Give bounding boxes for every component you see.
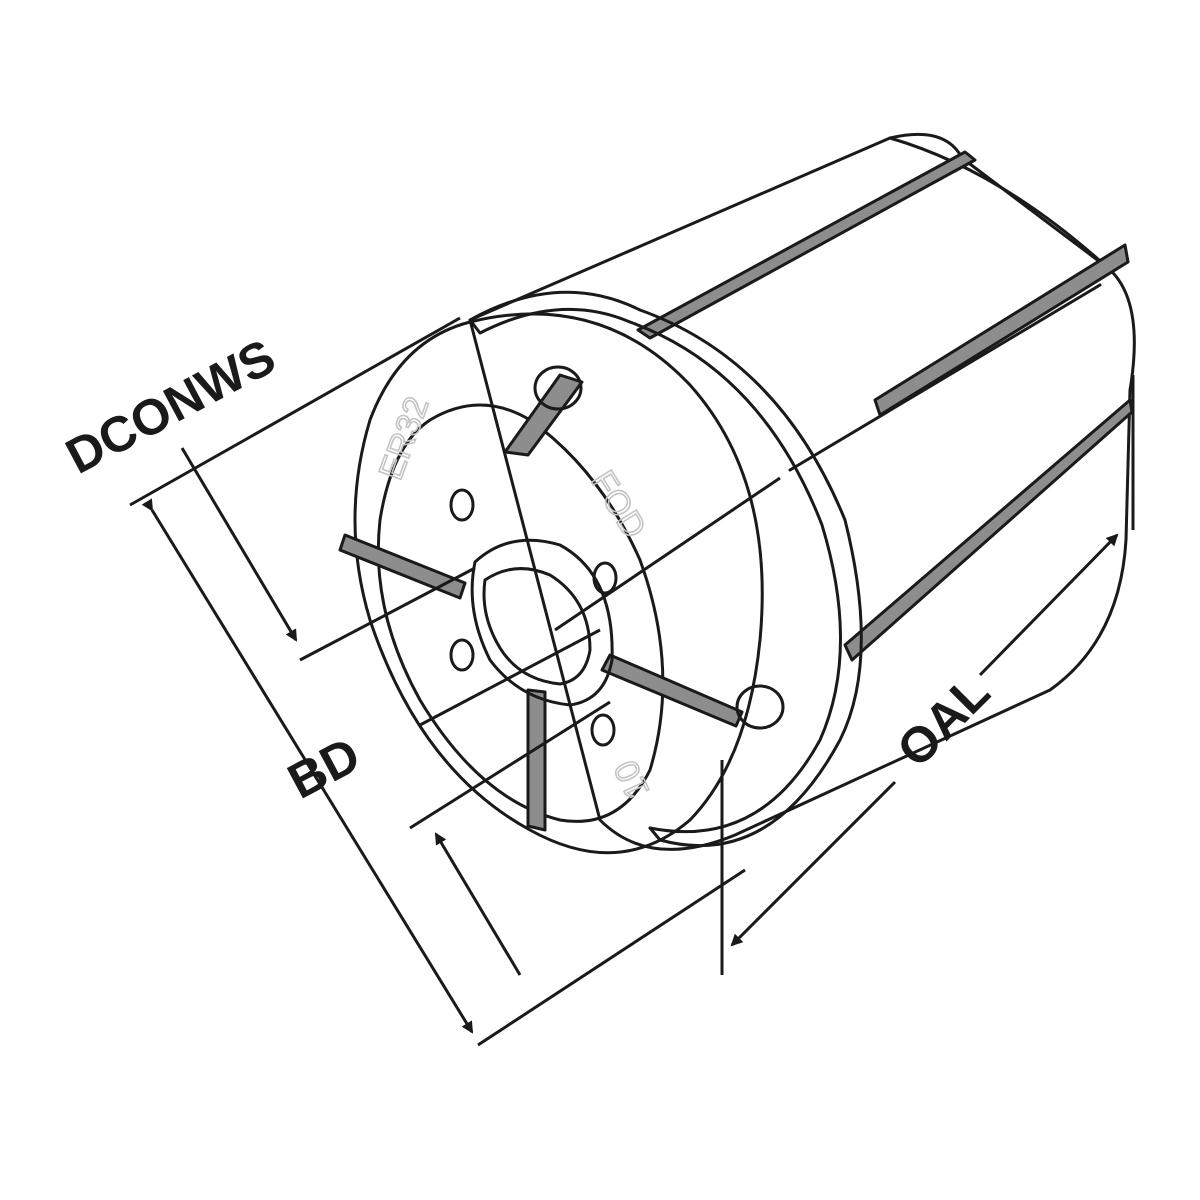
oal-dimension-line-lower [730,780,897,947]
ext-line-dconws-bottom [409,700,611,830]
bore [470,538,614,707]
collet-body: ER32 FOD 10 [338,132,1136,855]
ext-line-top [129,316,461,507]
pin-hole-2 [592,561,618,595]
relief-hole-top [533,365,583,411]
ext-line-axis [554,476,781,632]
dconws-dimension-line-bottom [434,832,522,976]
dimension-label-dconws: DCONWS [57,328,284,484]
pin-hole-4 [590,713,616,747]
collet-shell [468,132,1136,851]
dimension-lines [129,316,1135,1047]
ext-line-bottom [477,868,746,1047]
bore-inner [482,567,592,686]
pin-hole-1 [449,488,475,522]
pin-hole-3 [449,638,475,672]
engraving-size: 10 [607,754,657,804]
front-face [353,312,764,855]
slot-center [788,283,1102,472]
slot-right-lower [843,398,1134,662]
ext-line-dconws-top [299,566,476,662]
relief-hole-bottom [735,684,785,730]
oal-dimension-line-upper [978,533,1119,677]
engraving-fod: FOD [583,464,653,545]
face-slot-bottom [526,688,547,832]
slot-top [636,150,977,340]
engraving-er32: ER32 [372,392,437,485]
dconws-dimension-line-top [180,447,298,642]
face-slot-top [503,373,584,457]
face-slot-right [600,653,744,728]
slot-right-upper [873,243,1130,417]
bd-dimension-line [141,498,474,1034]
rear-edge [888,136,1110,270]
